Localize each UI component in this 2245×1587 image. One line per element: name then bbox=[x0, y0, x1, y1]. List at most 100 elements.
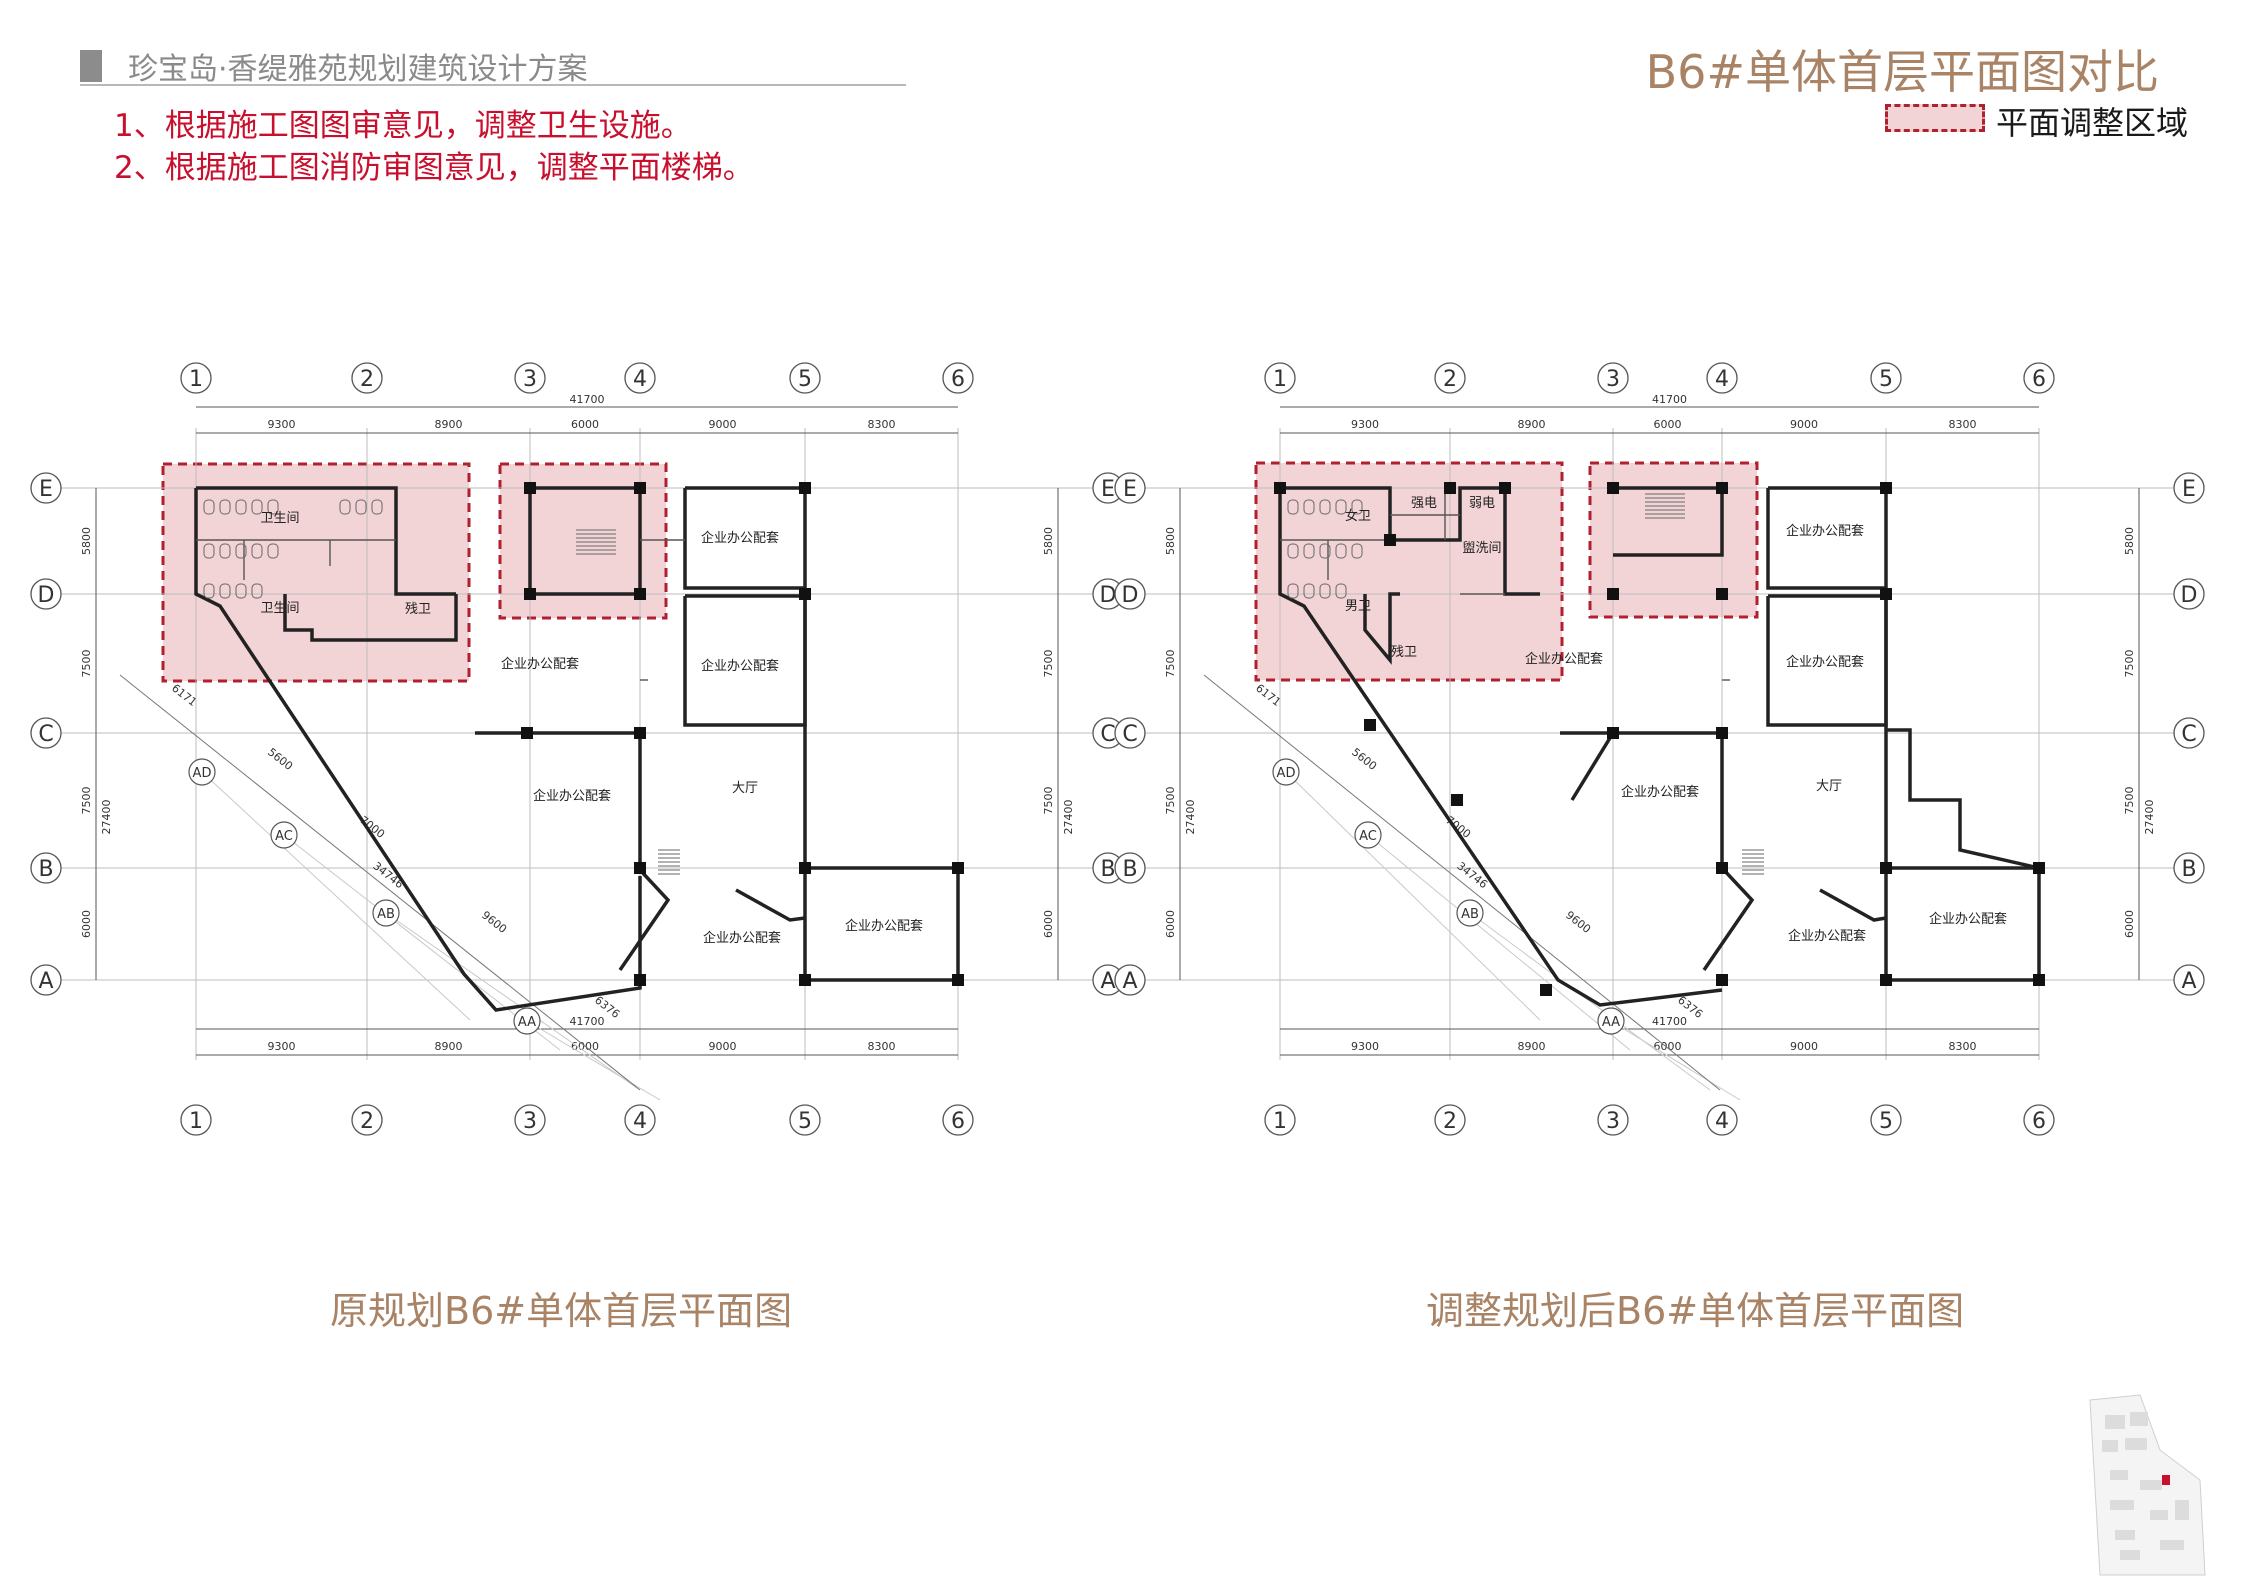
diag-grid-line bbox=[283, 834, 561, 1051]
grid-bubble-row bbox=[1114, 578, 1146, 610]
dim-row-span: 7500 bbox=[1042, 650, 1055, 678]
structural-column bbox=[634, 862, 646, 874]
grid-label-row: D bbox=[38, 583, 55, 608]
dim-col-span: 8900 bbox=[1518, 1040, 1546, 1053]
site-building bbox=[2160, 1540, 2184, 1550]
diag-bubble bbox=[1597, 1007, 1625, 1035]
grid-bubble-row bbox=[2173, 717, 2205, 749]
grid-label-col: 4 bbox=[1715, 1109, 1729, 1134]
dim-row-span: 7500 bbox=[1164, 650, 1177, 678]
room-label: 大厅 bbox=[732, 781, 758, 796]
grid-label-col: 5 bbox=[1879, 1109, 1893, 1134]
grid-bubble-col bbox=[2023, 1104, 2055, 1136]
toilet-fixture bbox=[235, 499, 247, 515]
diag-grid-line bbox=[1285, 771, 1541, 1021]
grid-bubble-row bbox=[1114, 472, 1146, 504]
dim-total-depth: 27400 bbox=[2143, 800, 2156, 835]
grid-bubble-row bbox=[30, 717, 62, 749]
dim-col-span: 9300 bbox=[1351, 418, 1379, 431]
grid-label-col: 1 bbox=[189, 1109, 203, 1134]
room-label: 企业办公配套 bbox=[701, 658, 779, 674]
structural-column bbox=[1607, 482, 1619, 494]
grid-bubble-col bbox=[351, 362, 383, 394]
room-label: 弱电 bbox=[1469, 496, 1495, 511]
dim-col-span: 8300 bbox=[1949, 1040, 1977, 1053]
diag-axis-label: AA bbox=[518, 1015, 536, 1030]
toilet-fixture bbox=[355, 499, 367, 515]
slide-title: B6#单体首层平面图对比 bbox=[1645, 45, 2159, 99]
structural-column bbox=[952, 862, 964, 874]
dim-col-span: 9000 bbox=[1790, 418, 1818, 431]
grid-bubble-col bbox=[1870, 362, 1902, 394]
grid-label-col: 1 bbox=[189, 367, 203, 392]
grid-label-col: 1 bbox=[1273, 1109, 1287, 1134]
toilet-fixture bbox=[219, 543, 231, 559]
site-building bbox=[2150, 1510, 2168, 1520]
grid-label-col: 3 bbox=[523, 367, 537, 392]
dim-col-span: 9300 bbox=[268, 1040, 296, 1053]
toilet-fixture bbox=[339, 499, 351, 515]
grid-bubble-col bbox=[942, 1104, 974, 1136]
grid-bubble-row bbox=[30, 852, 62, 884]
original-plan-caption: 原规划B6#单体首层平面图 bbox=[330, 1289, 793, 1333]
room-label: 大厅 bbox=[1816, 779, 1842, 794]
diag-dim: 34746 bbox=[1454, 859, 1490, 891]
toilet-fixture bbox=[1335, 499, 1347, 515]
grid-bubble-col bbox=[514, 1104, 546, 1136]
toilet-fixture bbox=[1287, 543, 1299, 559]
grid-label-row: B bbox=[38, 857, 53, 882]
site-building bbox=[2110, 1470, 2128, 1480]
dim-col-span: 9000 bbox=[709, 418, 737, 431]
dim-row-span: 5800 bbox=[2123, 527, 2136, 555]
grid-label-row: B bbox=[1100, 857, 1115, 882]
dim-total-width: 41700 bbox=[570, 1015, 605, 1028]
toilet-fixture bbox=[1287, 499, 1299, 515]
site-building bbox=[2175, 1500, 2189, 1520]
toilet-fixture bbox=[1287, 583, 1299, 599]
room-label: 残卫 bbox=[405, 602, 431, 617]
toilet-fixture bbox=[267, 499, 279, 515]
grid-label-col: 2 bbox=[1443, 367, 1457, 392]
structural-column bbox=[634, 588, 646, 600]
header-marker bbox=[80, 50, 102, 82]
diag-dim: 9600 bbox=[479, 909, 509, 936]
diag-bubble bbox=[270, 821, 298, 849]
grid-label-row: A bbox=[2181, 969, 2196, 994]
room-label: 企业办公配套 bbox=[533, 788, 611, 804]
dim-col-span: 8900 bbox=[1518, 418, 1546, 431]
legend-adjust-swatch bbox=[1885, 104, 1985, 132]
grid-bubble-row bbox=[30, 472, 62, 504]
structural-column bbox=[634, 482, 646, 494]
room-label: 企业办公配套 bbox=[701, 530, 779, 546]
room-label: 企业办公配套 bbox=[501, 656, 579, 672]
grid-bubble-row bbox=[2173, 472, 2205, 504]
structural-column bbox=[799, 588, 811, 600]
adjusted-plan-caption: 调整规划后B6#单体首层平面图 bbox=[1426, 1289, 1965, 1333]
grid-bubble-col bbox=[180, 362, 212, 394]
wall bbox=[1886, 728, 2040, 870]
structural-column bbox=[1716, 482, 1728, 494]
dim-col-span: 9300 bbox=[268, 418, 296, 431]
structural-column bbox=[1716, 862, 1728, 874]
grid-label-row: C bbox=[38, 722, 53, 747]
grid-label-row: A bbox=[1122, 969, 1137, 994]
diag-axis-label: AD bbox=[193, 766, 212, 781]
wall bbox=[1613, 486, 1724, 557]
toilet-fixture bbox=[219, 583, 231, 599]
structural-column bbox=[524, 588, 536, 600]
grid-bubble-col bbox=[1870, 1104, 1902, 1136]
legend-label: 平面调整区域 bbox=[1996, 104, 2189, 142]
wall bbox=[1363, 592, 1400, 665]
adjust-region-1 bbox=[1254, 461, 1564, 682]
toilet-fixture bbox=[203, 543, 215, 559]
toilet-fixture bbox=[1319, 543, 1331, 559]
site-building bbox=[2130, 1412, 2148, 1426]
structural-column bbox=[1880, 974, 1892, 986]
room-label: 企业办公配套 bbox=[1525, 651, 1603, 667]
grid-bubble-row bbox=[2173, 964, 2205, 996]
wall bbox=[735, 888, 806, 922]
dim-col-span: 8300 bbox=[868, 418, 896, 431]
diag-axis-label: AC bbox=[275, 829, 293, 844]
grid-label-row: E bbox=[1101, 477, 1115, 502]
toilet-fixture bbox=[1351, 543, 1363, 559]
